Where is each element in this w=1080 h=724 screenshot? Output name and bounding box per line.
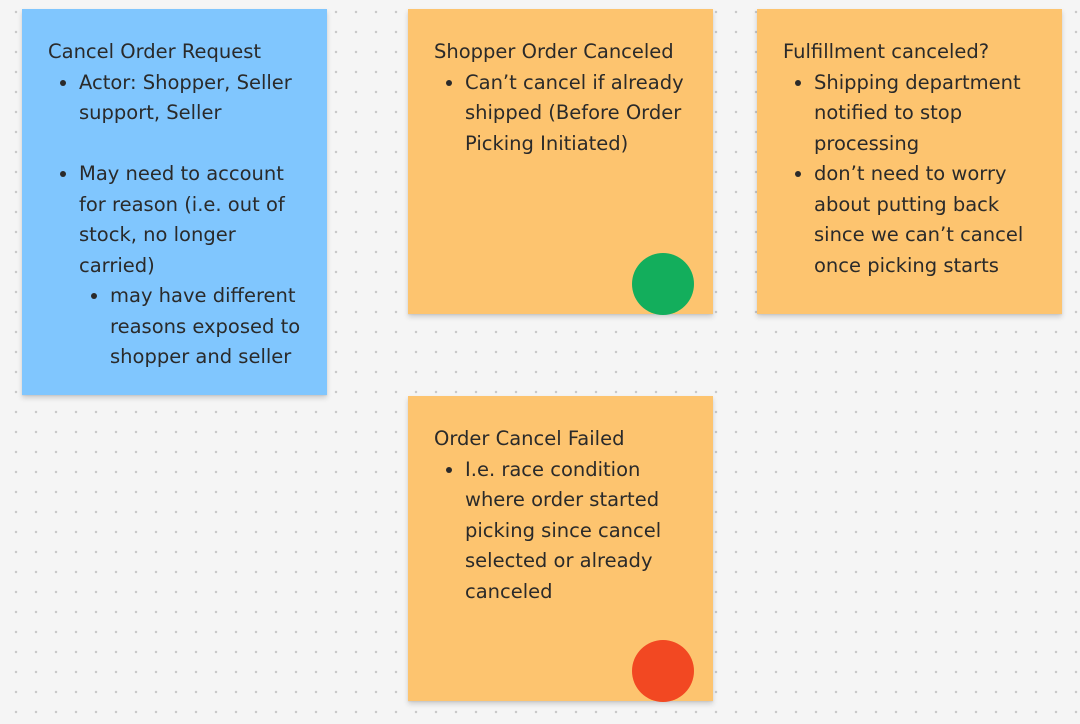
sticky-bullet-list: I.e. race condition where order started … [434, 455, 695, 608]
sticky-bullet-list: Can’t cancel if already shipped (Before … [434, 68, 695, 160]
list-item: may have different reasons exposed to sh… [110, 281, 309, 373]
list-item: Shipping department notified to stop pro… [814, 68, 1044, 160]
list-item: Can’t cancel if already shipped (Before … [465, 68, 695, 160]
list-item: Actor: Shopper, Seller support, Seller [79, 68, 309, 129]
list-item-text: May need to account for reason (i.e. out… [79, 162, 285, 277]
list-item: I.e. race condition where order started … [465, 455, 695, 608]
sticky-bullet-list: Shipping department notified to stop pro… [783, 68, 1044, 282]
list-item: May need to account for reason (i.e. out… [79, 159, 309, 373]
green-status-dot-icon [632, 253, 694, 315]
sticky-note-shopper-order-canceled[interactable]: Shopper Order Canceled Can’t cancel if a… [408, 9, 713, 315]
red-status-dot-icon [632, 640, 694, 702]
sticky-title: Shopper Order Canceled [434, 40, 674, 63]
sticky-note-fulfillment-canceled[interactable]: Fulfillment canceled? Shipping departmen… [757, 9, 1062, 314]
sticky-bullet-list: Actor: Shopper, Seller support, Seller M… [48, 68, 309, 373]
sticky-title: Cancel Order Request [48, 40, 262, 63]
sticky-sub-bullet-list: may have different reasons exposed to sh… [79, 281, 309, 373]
sticky-note-cancel-order-request[interactable]: Cancel Order Request Actor: Shopper, Sel… [22, 9, 327, 395]
sticky-title: Order Cancel Failed [434, 427, 625, 450]
list-item: don’t need to worry about putting back s… [814, 159, 1044, 281]
sticky-note-order-cancel-failed[interactable]: Order Cancel Failed I.e. race condition … [408, 396, 713, 702]
sticky-title: Fulfillment canceled? [783, 40, 990, 63]
